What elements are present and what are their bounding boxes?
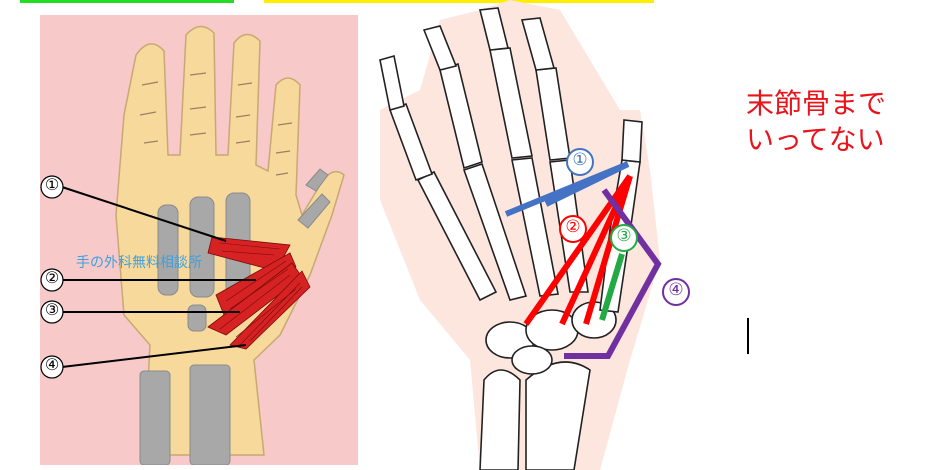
label-circle-1	[40, 175, 64, 199]
metacarpal-bone	[462, 162, 528, 301]
label-circle-2	[40, 268, 64, 292]
left-label-1: ①	[44, 175, 60, 194]
left-label-4: ④	[44, 355, 60, 374]
phalanx-bone	[379, 54, 405, 112]
carpal-bone	[187, 304, 207, 332]
label-circle-3	[40, 300, 64, 324]
carpal-bone	[511, 345, 553, 375]
skeleton-glow	[380, 0, 660, 470]
phalanx-bone	[520, 17, 556, 71]
top-yellow-bar	[264, 0, 654, 3]
right-label-1: ①	[572, 150, 588, 170]
right-label-circle-1	[566, 148, 594, 176]
red-line	[583, 175, 633, 325]
right-label-3: ③	[616, 226, 632, 246]
thumb-bone	[297, 193, 331, 229]
right-label-2: ②	[565, 217, 581, 237]
watermark-text: 手の外科無料相談所	[76, 255, 202, 271]
phalanx-bone	[422, 25, 458, 71]
annotation-text: 末節骨まで いってない	[746, 86, 886, 158]
metacarpal-bone	[157, 204, 179, 296]
radius-bone	[139, 370, 171, 465]
left-label-3: ③	[44, 300, 60, 319]
blue-line	[544, 161, 630, 207]
muscle-illustration: ① ② ③ ④	[40, 15, 358, 465]
top-green-bar	[20, 0, 234, 3]
annotation-line-1: 末節骨まで	[746, 87, 887, 120]
leader-line-4	[61, 344, 247, 368]
muscle-2	[215, 252, 297, 316]
green-line	[599, 253, 625, 321]
text-cursor	[747, 318, 749, 354]
right-label-circle-4	[662, 278, 690, 306]
hand-muscle-drawing	[40, 25, 345, 465]
thumb-bone	[305, 168, 329, 192]
label-circle-4	[40, 355, 64, 379]
ulna-bone	[479, 369, 521, 470]
red-line	[559, 174, 633, 326]
left-label-2: ②	[44, 268, 60, 287]
hand-skeleton-diagram	[379, 0, 690, 470]
ulna-bone	[189, 364, 231, 465]
right-label-circle-3	[610, 224, 638, 252]
right-label-4: ④	[668, 280, 684, 300]
phalanx-bone	[479, 7, 509, 51]
right-label-circle-2	[559, 215, 587, 243]
leader-line-1	[61, 186, 227, 242]
metacarpal-bone	[511, 157, 559, 297]
thumb-phalanx-bone	[621, 119, 643, 163]
radius-bone	[525, 361, 591, 470]
annotation-line-2: いってない	[746, 123, 885, 156]
